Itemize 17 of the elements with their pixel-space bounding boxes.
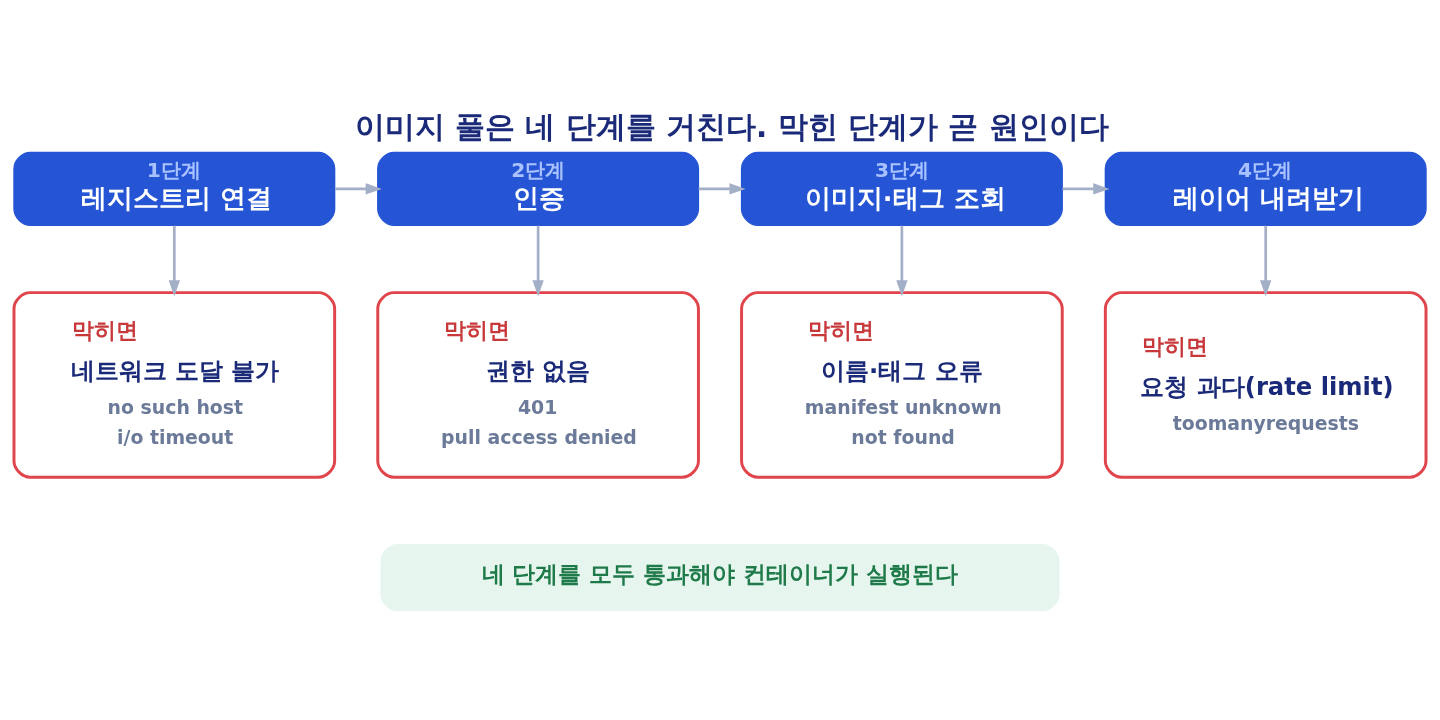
arrow — [168, 225, 180, 297]
node-box: 막히면 이름·태그 오류 manifest unknown not found — [740, 291, 1064, 479]
node-box: 1단계 레지스트리 연결 — [13, 151, 336, 226]
node-box: 막히면 권한 없음 401 pull access denied — [376, 291, 700, 479]
node-box: 막히면 요청 과다(rate limit) toomanyrequests — [1103, 291, 1428, 479]
node-box: 3단계 이미지·태그 조회 — [740, 151, 1063, 226]
arrow — [698, 183, 746, 195]
node-box: 네 단계를 모두 통과해야 컨테이너가 실행된다 — [380, 543, 1060, 612]
arrow — [1260, 225, 1272, 297]
arrow — [532, 225, 544, 297]
node-box: 2단계 인증 — [377, 151, 700, 226]
node-box: 4단계 레이어 내려받기 — [1104, 151, 1427, 226]
arrow — [334, 183, 382, 195]
arrow — [1062, 183, 1110, 195]
node-box: 막히면 네트워크 도달 불가 no such host i/o timeout — [12, 291, 337, 479]
arrow — [896, 225, 908, 297]
diagram-title: 이미지 풀은 네 단계를 거친다. 막힌 단계가 곧 원인이다 — [354, 109, 1109, 145]
